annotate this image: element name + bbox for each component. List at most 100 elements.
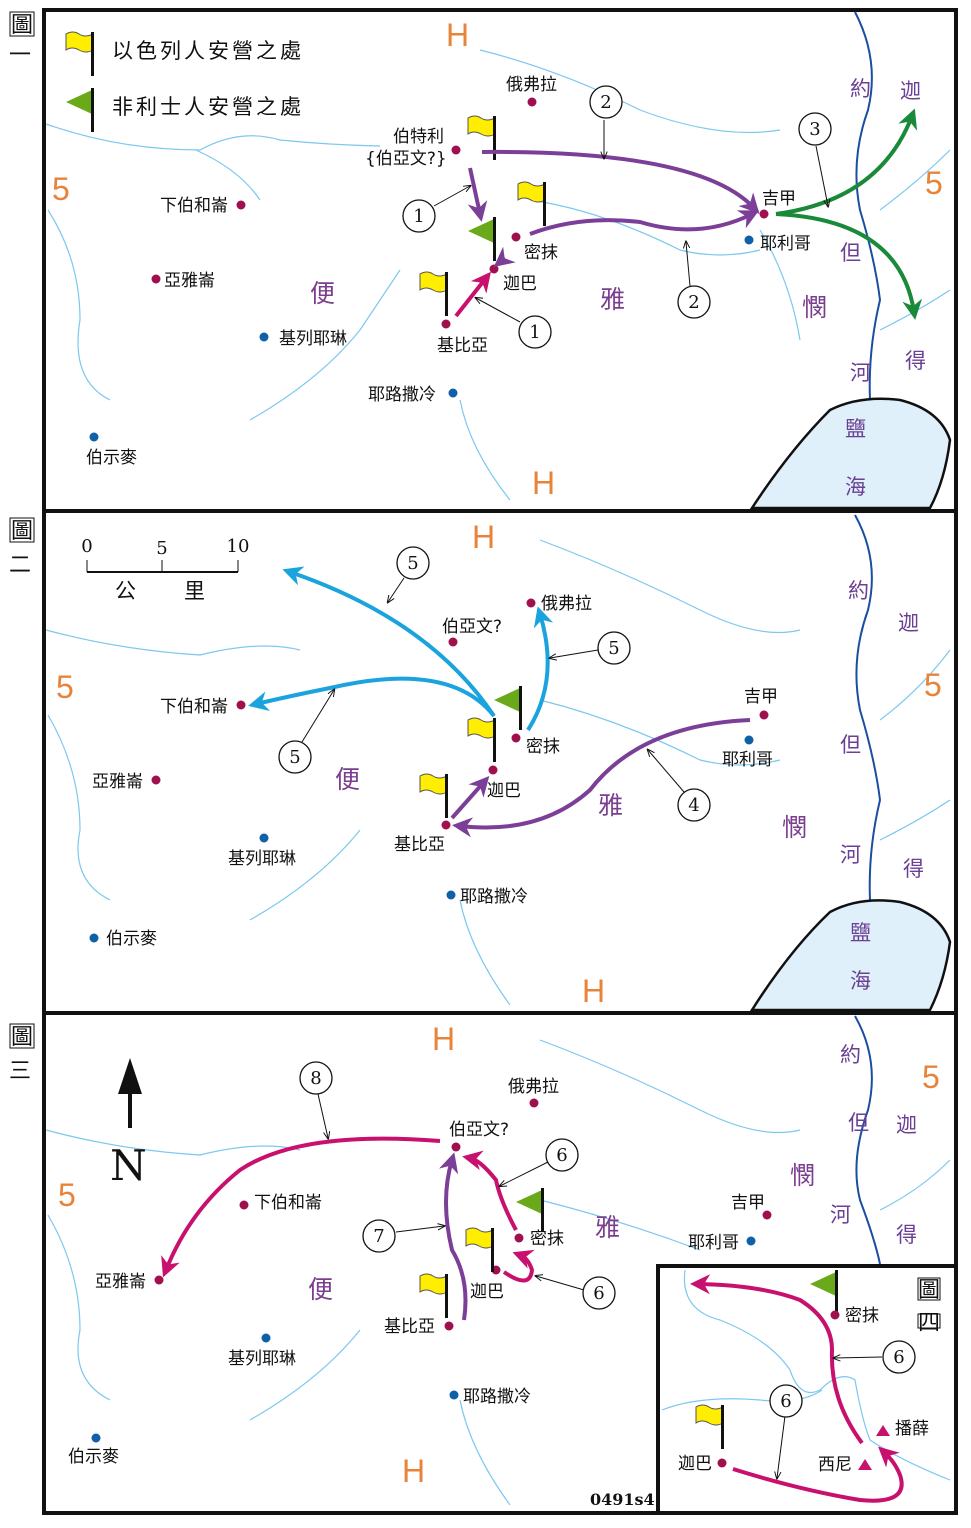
map-path — [249, 269, 401, 421]
map-marker — [154, 1275, 164, 1285]
label-grid-five: 5 — [925, 165, 943, 201]
map-marker — [529, 1098, 539, 1108]
camp-flag-icon — [517, 181, 547, 226]
place-aijalon: 亞雅崙 — [164, 271, 215, 291]
map-path — [45, 123, 381, 151]
label-regions-gad-0: 迦 — [896, 1113, 917, 1137]
label-grid-five: 5 — [58, 1177, 76, 1213]
place-seneh: 西尼 — [818, 1455, 852, 1475]
label-places-kiriath-jearim: 基列耶琳 — [228, 1349, 296, 1369]
map-marker — [448, 637, 458, 647]
label-figure-labels-fig3-0: 圖 — [11, 1025, 33, 1050]
map-path — [248, 676, 496, 718]
legend-israel: 以色列人安營之處 — [112, 39, 304, 63]
map-path — [450, 776, 490, 820]
camp-flag-icon — [467, 717, 497, 762]
label-places-geba: 迦巴 — [678, 1454, 712, 1474]
camp-flag-icon — [465, 1227, 495, 1272]
map-element — [769, 1340, 916, 1418]
label-routes-r6: 6 — [893, 1347, 904, 1368]
map-element — [9, 1023, 35, 1049]
map-element — [299, 1061, 616, 1310]
map-path — [539, 1039, 801, 1134]
pointer-line — [777, 1415, 786, 1478]
pointer-line — [317, 1093, 328, 1138]
map-marker — [545, 1138, 579, 1172]
map-element — [9, 517, 35, 543]
label-figure-labels-fig1-0: 圖 — [11, 13, 33, 38]
map-marker — [89, 432, 99, 442]
map-path — [539, 1199, 701, 1251]
map-marker — [396, 546, 430, 580]
map-path — [879, 149, 951, 211]
label-regions-gad-1: 得 — [905, 349, 926, 373]
label-figure-labels-fig2-1: 二 — [9, 553, 31, 578]
camp-flag-icon — [516, 1188, 544, 1232]
label-places-bethaven-q: 伯亞文? — [442, 617, 502, 637]
map-marker — [582, 1276, 616, 1310]
label-regions-benjamin-2: 憫 — [782, 813, 807, 842]
label-places-jerusalem: 耶路撒冷 — [463, 1387, 531, 1407]
label-places-jericho: 耶利哥 — [688, 1233, 739, 1253]
place-gilgal: 吉甲 — [762, 189, 796, 209]
map-marker — [744, 735, 754, 745]
map-path — [690, 1274, 864, 1445]
map-path — [493, 246, 516, 267]
map-marker — [451, 145, 461, 155]
label-places-lower-beth-horon: 下伯和崙 — [160, 697, 228, 717]
label-places-kiriath-jearim: 基列耶琳 — [228, 849, 296, 869]
map-marker — [882, 1340, 916, 1374]
map-path — [759, 229, 801, 341]
place-ophrah: 俄弗拉 — [506, 75, 557, 95]
map-path — [459, 1399, 511, 1506]
map-marker — [449, 1390, 459, 1400]
map-marker — [402, 199, 436, 233]
label-places-jericho: 耶利哥 — [722, 750, 773, 770]
pointer-line — [500, 1161, 549, 1186]
label-figure-labels-fig2-0: 圖 — [11, 519, 33, 544]
map-path — [683, 1269, 951, 1481]
map-path — [529, 199, 761, 256]
label-regions-jordan-0: 約 — [840, 1043, 861, 1067]
map-marker — [488, 765, 498, 775]
label-places-gilgal: 吉甲 — [731, 1193, 765, 1213]
map-element — [917, 1313, 941, 1329]
figure-label-4: 圖四 — [917, 1277, 941, 1336]
label-regions-jordan-2: 河 — [840, 843, 861, 867]
map-element — [433, 120, 828, 323]
label-places-ophrah: 俄弗拉 — [541, 594, 592, 614]
camp-flag-icon — [419, 271, 449, 316]
map-path — [732, 1446, 904, 1503]
map-marker — [278, 740, 312, 774]
label-figure-labels-fig1-1: 一 — [9, 43, 31, 68]
map-path — [661, 1389, 823, 1411]
map-marker — [236, 200, 246, 210]
map-marker — [597, 631, 631, 665]
label-grid-h: H — [446, 17, 469, 53]
pointer-line — [301, 690, 334, 743]
label-places-geba: 迦巴 — [487, 781, 521, 801]
map-element — [278, 546, 711, 822]
label-routes-r2: 2 — [688, 292, 699, 313]
map-path — [462, 1150, 518, 1231]
map-marker — [527, 97, 537, 107]
label-grid-h: H — [532, 465, 555, 501]
route-4-badge: 4 — [688, 795, 699, 816]
label-regions-gad-0: 迦 — [898, 611, 919, 635]
map-marker — [236, 700, 246, 710]
inset-fig-4: 圖四 密抹 迦巴 播薛 西尼 66 — [656, 1264, 958, 1515]
map-path — [481, 149, 760, 214]
label-regions-jordan-1: 但 — [840, 733, 861, 757]
camp-flag-icon — [419, 1273, 449, 1318]
label-grid-five: 5 — [52, 171, 70, 207]
map-path — [459, 899, 511, 1006]
label-scale-ticks-0: 0 — [81, 536, 92, 557]
map-element — [402, 85, 832, 349]
label-routes-r6: 6 — [593, 1283, 604, 1304]
israel-flag-icon — [65, 31, 95, 76]
map-marker — [518, 315, 552, 349]
north-arrow: N — [110, 1058, 147, 1190]
